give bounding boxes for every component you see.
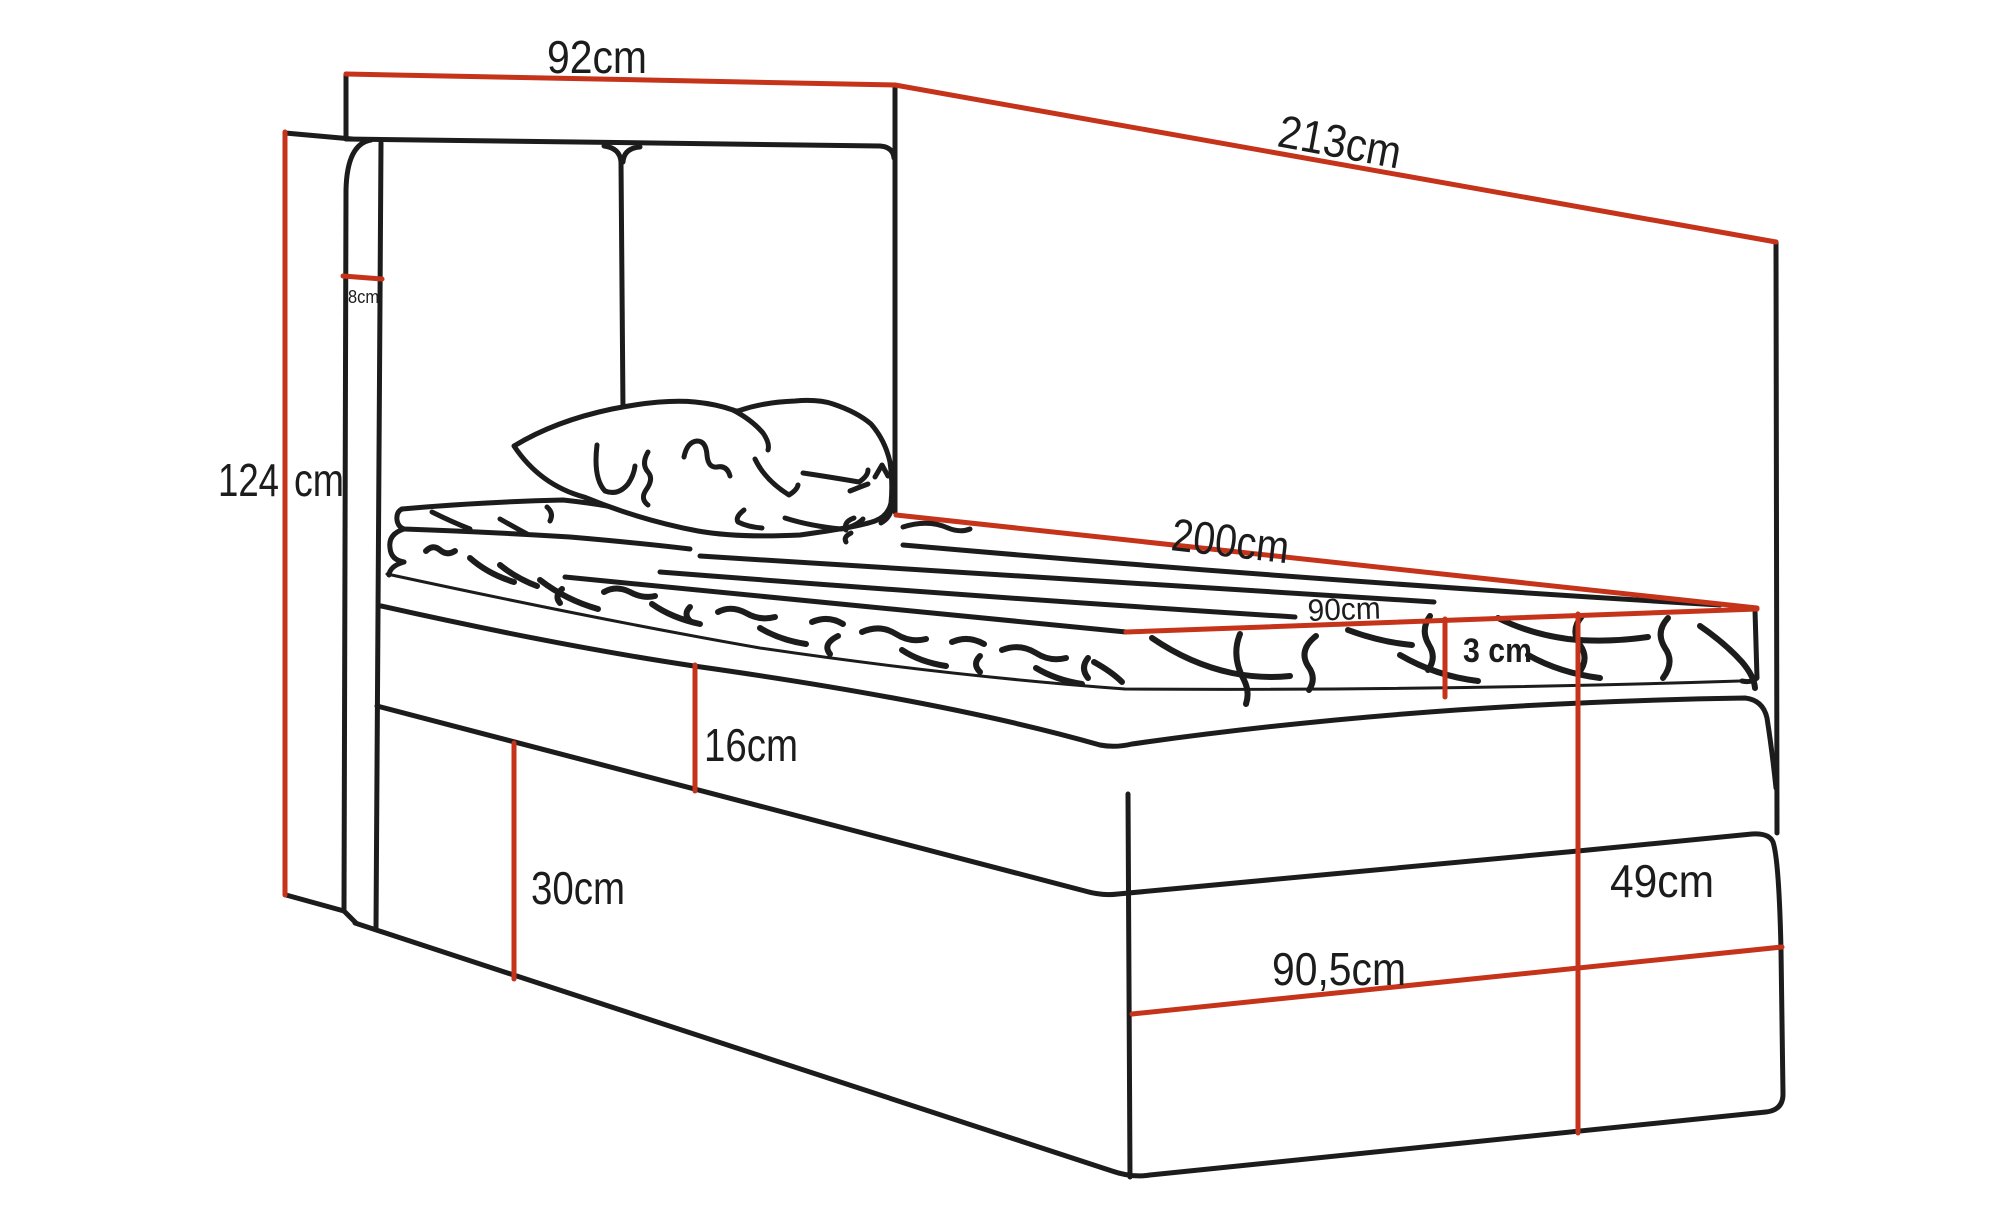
svg-text:90cm: 90cm <box>1307 590 1381 628</box>
svg-text:124: 124 <box>218 454 279 506</box>
svg-text:92cm: 92cm <box>547 31 647 83</box>
svg-text:cm: cm <box>294 454 344 506</box>
svg-text:8cm: 8cm <box>348 287 379 307</box>
svg-text:16cm: 16cm <box>704 719 798 771</box>
svg-text:30cm: 30cm <box>531 862 625 914</box>
svg-text:90,5cm: 90,5cm <box>1272 943 1406 995</box>
svg-text:49cm: 49cm <box>1610 855 1714 907</box>
svg-text:3 cm: 3 cm <box>1463 632 1532 670</box>
